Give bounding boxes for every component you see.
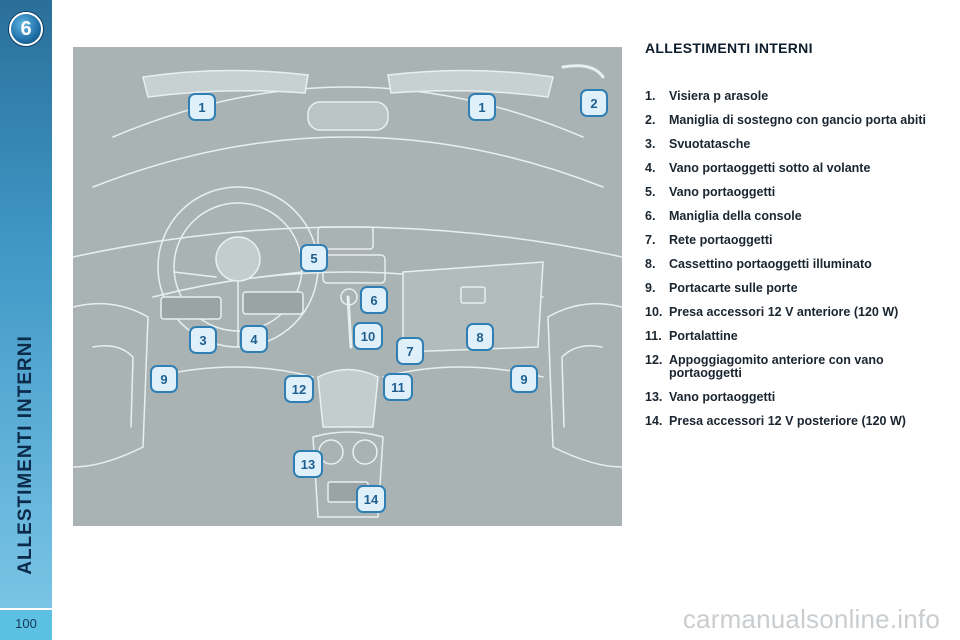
svg-text:9: 9 xyxy=(520,372,527,387)
callout-14: 14 xyxy=(356,485,386,513)
section-heading: ALLESTIMENTI INTERNI xyxy=(645,40,813,56)
callout-1a: 1 xyxy=(188,93,216,121)
list-item: 7.Rete portaoggetti xyxy=(645,233,773,247)
svg-text:1: 1 xyxy=(198,100,205,115)
list-item: 10.Presa accessori 12 V anteriore (120 W… xyxy=(645,305,899,319)
chapter-side-tab xyxy=(0,0,52,608)
list-item: 5.Vano portaoggetti xyxy=(645,185,776,199)
list-item: 3.Svuotatasche xyxy=(645,137,751,151)
list-item: 2.Maniglia di sostegno con gancio porta … xyxy=(645,113,926,127)
interior-drawing: 1 1 2 3 4 5 6 7 8 9 9 10 11 12 13 14 xyxy=(73,64,622,518)
callout-9b: 9 xyxy=(510,365,538,393)
page-number: 100 xyxy=(15,616,37,631)
svg-text:13: 13 xyxy=(301,457,315,472)
list-item: 12.Appoggiagomito anteriore con vano por… xyxy=(645,353,884,380)
callout-12: 12 xyxy=(284,375,314,403)
watermark: carmanualsonline.info xyxy=(682,604,940,634)
svg-text:1: 1 xyxy=(478,100,485,115)
list-item: 9.Portacarte sulle porte xyxy=(645,281,798,295)
list-item: 6.Maniglia della console xyxy=(645,209,802,223)
svg-text:3: 3 xyxy=(199,333,206,348)
callout-8: 8 xyxy=(466,323,494,351)
list-item: 13.Vano portaoggetti xyxy=(645,390,776,404)
chapter-number-badge: 6 xyxy=(9,12,43,46)
svg-text:10: 10 xyxy=(361,329,375,344)
svg-text:11: 11 xyxy=(391,380,405,395)
svg-text:7: 7 xyxy=(406,344,413,359)
svg-text:12: 12 xyxy=(292,382,306,397)
callout-5: 5 xyxy=(300,244,328,272)
page-number-box xyxy=(0,610,52,640)
svg-text:14: 14 xyxy=(364,492,379,507)
list-item: 8.Cassettino portaoggetti illuminato xyxy=(645,257,872,271)
callout-13: 13 xyxy=(293,450,323,478)
svg-text:9: 9 xyxy=(160,372,167,387)
callout-10: 10 xyxy=(353,322,383,350)
list-item: 4.Vano portaoggetti sotto al volante xyxy=(645,161,871,175)
callout-7: 7 xyxy=(396,337,424,365)
equipment-list: 1.Visiera p arasole 2.Maniglia di sosteg… xyxy=(645,90,935,439)
callout-2: 2 xyxy=(580,89,608,117)
list-item: 1.Visiera p arasole xyxy=(645,89,769,103)
callout-3: 3 xyxy=(189,326,217,354)
list-item: 14.Presa accessori 12 V posteriore (120 … xyxy=(645,414,906,428)
svg-text:6: 6 xyxy=(370,293,377,308)
interior-illustration: 1 1 2 3 4 5 6 7 8 9 9 10 11 12 13 14 xyxy=(73,47,622,526)
list-item: 11.Portalattine xyxy=(645,329,738,343)
chapter-vertical-title: ALLESTIMENTI INTERNI xyxy=(15,335,36,575)
callout-1b: 1 xyxy=(468,93,496,121)
svg-text:2: 2 xyxy=(590,96,597,111)
callout-6: 6 xyxy=(360,286,388,314)
callout-9a: 9 xyxy=(150,365,178,393)
callout-4: 4 xyxy=(240,325,268,353)
svg-text:4: 4 xyxy=(250,332,258,347)
svg-text:5: 5 xyxy=(310,251,317,266)
callout-11: 11 xyxy=(383,373,413,401)
svg-text:8: 8 xyxy=(476,330,483,345)
